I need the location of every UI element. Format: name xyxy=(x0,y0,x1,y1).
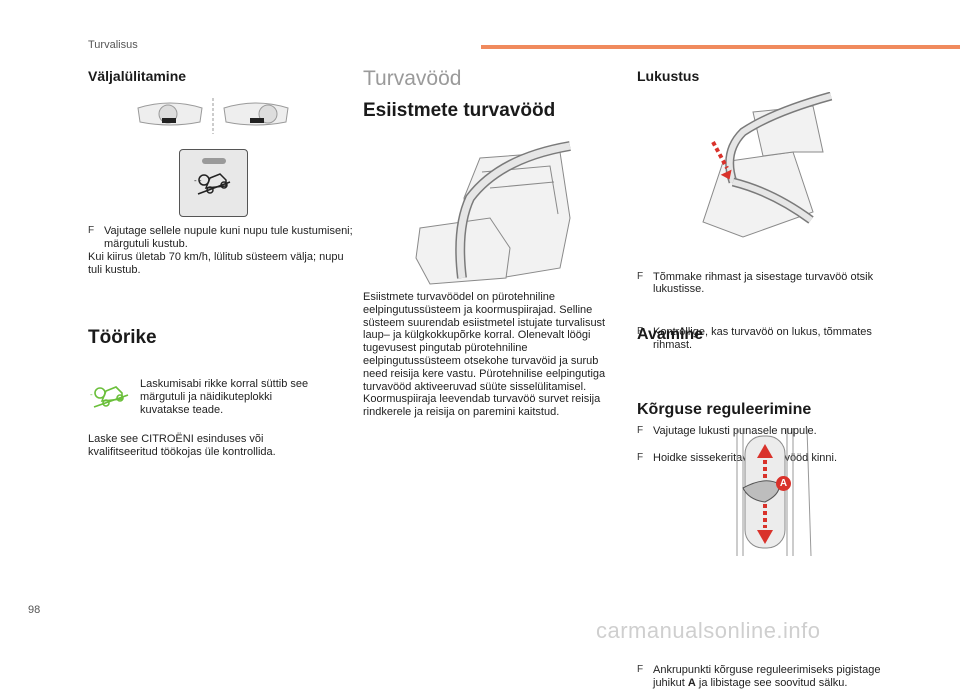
heading-turvavood: Turvavööd xyxy=(363,67,462,90)
seat-belt-description: Esiistmete turvavöödel on pürotehniline … xyxy=(363,291,606,419)
bullet-insert-buckle: F Tõmmake rihmast ja sisestage turvavöö … xyxy=(637,270,874,296)
svg-text:-: - xyxy=(90,390,93,399)
bullet-check-locked: F Kontrollige, kas turvavöö on lukus, tõ… xyxy=(637,326,872,351)
speed-cutoff-text: Kui kiirus ületab 70 km/h, lülitub süste… xyxy=(88,251,344,276)
section-title: Turvalisus xyxy=(88,39,138,51)
adjuster-label-a: A xyxy=(776,476,791,491)
hill-descent-warning-icon: - xyxy=(88,381,134,413)
height-adjuster-illustration: A xyxy=(715,428,825,556)
hill-descent-button-icon: - - xyxy=(179,149,248,217)
bullet-press-red-button: F Vajutage lukusti punasele nupule. xyxy=(637,424,817,437)
bullet-marker: F xyxy=(88,225,95,236)
watermark: carmanualsonline.info xyxy=(596,618,821,643)
bullet-press-button: F Vajutage sellele nupule kuni nupu tule… xyxy=(88,225,353,250)
heading-toorike: Töörike xyxy=(88,327,157,348)
heading-avamine: Avamine xyxy=(637,326,704,343)
heading-lukustus: Lukustus xyxy=(637,68,700,84)
bullet-height-adjust: F Ankrupunkti kõrguse reguleerimiseks pi… xyxy=(637,664,881,690)
front-seat-belt-illustration xyxy=(410,138,590,286)
buckle-insertion-illustration xyxy=(683,92,833,242)
page-number: 98 xyxy=(28,604,41,616)
steering-wheel-illustration xyxy=(130,96,295,136)
heading-valjalulitamine: Väljalülitamine xyxy=(88,68,187,84)
heading-esiistmete-turvavood: Esiistmete turvavööd xyxy=(363,100,556,121)
guide-a-label: A xyxy=(687,677,696,690)
header-accent-bar xyxy=(481,45,960,49)
warning-lamp-text: Laskumisabi rikke korral süttib see märg… xyxy=(140,378,309,416)
service-advice-text: Laske see CITROËNI esinduses või kvalifi… xyxy=(88,433,276,458)
svg-text:- -: - - xyxy=(194,176,202,185)
heading-korguse-reguleerimine: Kõrguse reguleerimine xyxy=(637,401,812,418)
